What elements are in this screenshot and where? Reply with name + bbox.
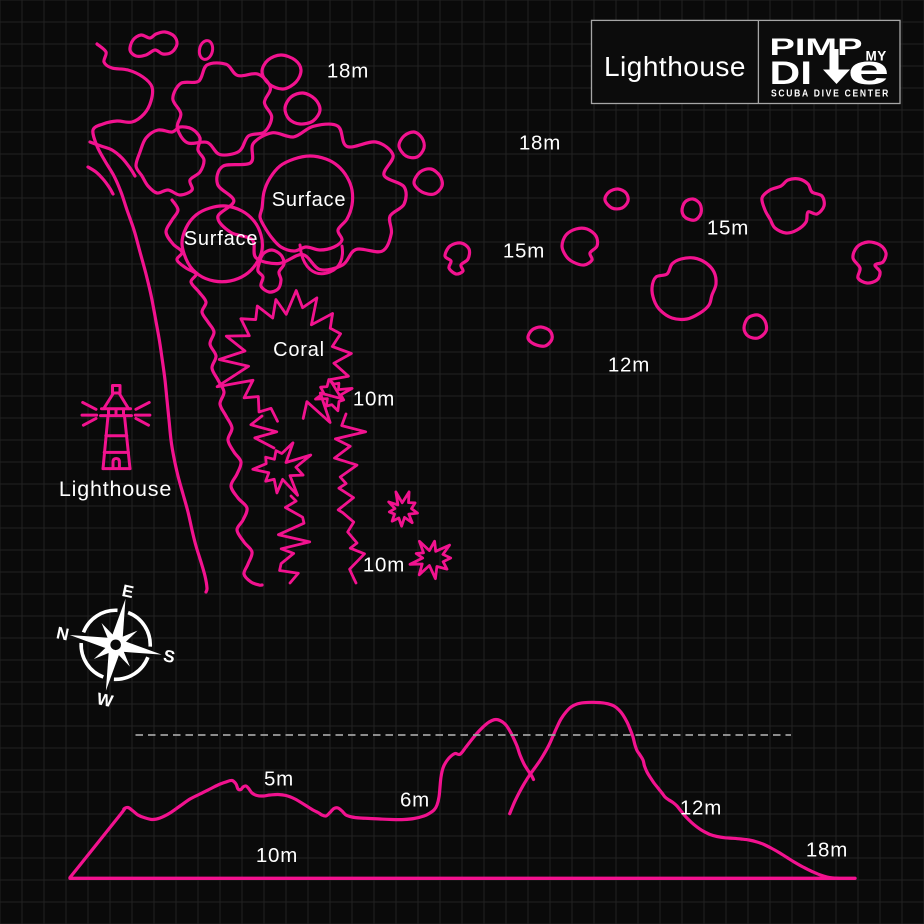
svg-text:6m: 6m [400,789,430,812]
svg-text:18m: 18m [806,839,848,862]
svg-text:W: W [95,689,116,711]
svg-text:Surface: Surface [184,228,259,250]
svg-text:SCUBA DIVE CENTER: SCUBA DIVE CENTER [771,89,890,100]
svg-text:MY: MY [866,48,887,63]
svg-text:12m: 12m [680,797,722,820]
svg-text:Surface: Surface [272,189,347,211]
svg-text:Lighthouse: Lighthouse [604,51,746,82]
svg-text:PIMP: PIMP [770,34,863,61]
svg-text:DI: DI [770,55,813,91]
svg-text:18m: 18m [327,60,369,83]
svg-text:10m: 10m [353,388,395,411]
svg-text:15m: 15m [503,240,545,263]
svg-text:12m: 12m [608,354,650,377]
svg-text:15m: 15m [707,217,749,240]
svg-text:N: N [55,623,72,644]
svg-text:10m: 10m [363,554,405,577]
svg-text:Lighthouse: Lighthouse [59,477,172,501]
svg-text:5m: 5m [264,768,294,791]
svg-text:10m: 10m [256,844,298,867]
svg-text:S: S [162,646,178,667]
svg-text:e: e [848,46,890,93]
svg-text:18m: 18m [519,132,561,155]
svg-text:E: E [120,581,136,602]
svg-text:Coral: Coral [273,339,325,361]
